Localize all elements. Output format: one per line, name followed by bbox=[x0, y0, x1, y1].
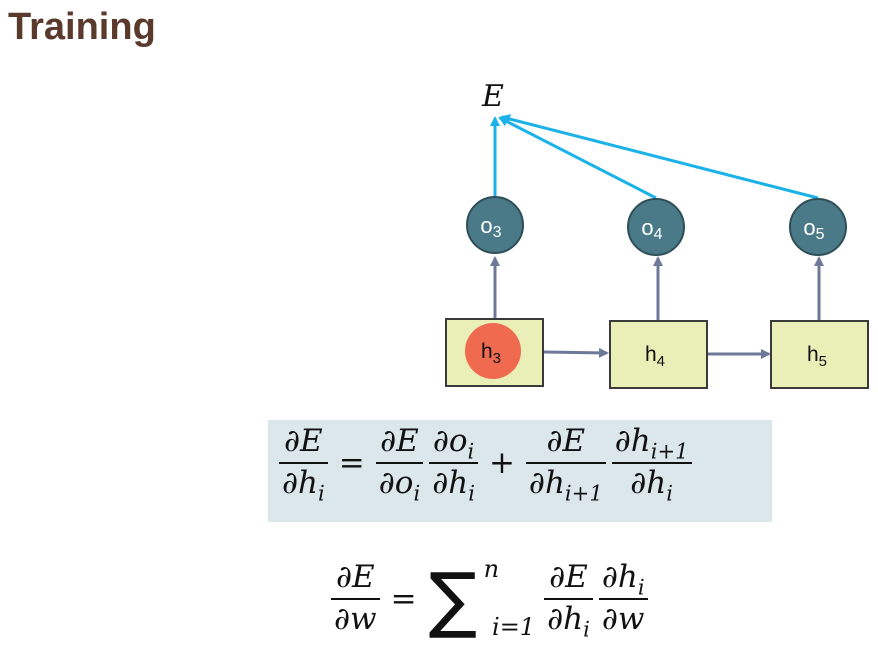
output-node-o3: o3 bbox=[466, 196, 524, 254]
eq1-equals: = bbox=[338, 444, 365, 481]
arrow-h3-to-h4 bbox=[543, 347, 609, 358]
sigma-symbol: ∑ bbox=[428, 556, 478, 641]
equation-1: ∂E ∂hi = ∂E ∂oi ∂oi ∂hi + ∂E ∂hi+1 ∂hi+1… bbox=[276, 423, 695, 503]
svg-text:o3: o3 bbox=[480, 213, 501, 241]
eq1-term2a-fraction: ∂E ∂hi+1 bbox=[525, 423, 606, 503]
eq1-term1b-fraction: ∂oi ∂hi bbox=[429, 423, 478, 503]
eq1-term2b-fraction: ∂hi+1 ∂hi bbox=[611, 423, 692, 503]
eq2-term-b-fraction: ∂hi ∂w bbox=[598, 559, 648, 637]
hidden-node-h3: h3 bbox=[445, 318, 544, 387]
output-node-o5: o5 bbox=[789, 198, 847, 256]
eq2-lhs-fraction: ∂E ∂w bbox=[331, 559, 380, 637]
rnn-diagram: E o3 o4 o5 h3 h4 bbox=[445, 79, 869, 389]
highlight-marker bbox=[465, 323, 521, 379]
arrow-o5-to-e bbox=[500, 114, 819, 200]
eq2-term-a-fraction: ∂E ∂hi bbox=[544, 559, 593, 639]
eq1-plus: + bbox=[488, 444, 515, 481]
eq1-term1a-fraction: ∂E ∂oi bbox=[375, 423, 424, 503]
hidden-node-h4: h4 bbox=[609, 320, 708, 389]
arrow-o4-to-e bbox=[498, 116, 657, 200]
svg-text:h4: h4 bbox=[645, 343, 665, 370]
svg-text:o5: o5 bbox=[803, 215, 824, 243]
eq1-lhs-fraction: ∂E ∂hi bbox=[279, 423, 328, 503]
hidden-node-h5: h5 bbox=[770, 320, 869, 389]
svg-text:h5: h5 bbox=[807, 343, 827, 370]
svg-text:o4: o4 bbox=[641, 215, 662, 243]
slide-title: Training bbox=[8, 6, 156, 48]
sum-upper-limit: n bbox=[483, 554, 500, 583]
output-node-o4: o4 bbox=[627, 198, 685, 256]
svg-text:h3: h3 bbox=[481, 340, 501, 367]
error-label: E bbox=[481, 79, 504, 114]
equation-1-background bbox=[268, 420, 772, 522]
eq2-equals: = bbox=[390, 580, 417, 617]
eq2-summation: ∑ n i=1 bbox=[428, 555, 536, 641]
sum-lower-limit: i=1 bbox=[492, 612, 536, 641]
equation-2: ∂E ∂w = ∑ n i=1 ∂E ∂hi ∂hi ∂w bbox=[328, 555, 651, 641]
